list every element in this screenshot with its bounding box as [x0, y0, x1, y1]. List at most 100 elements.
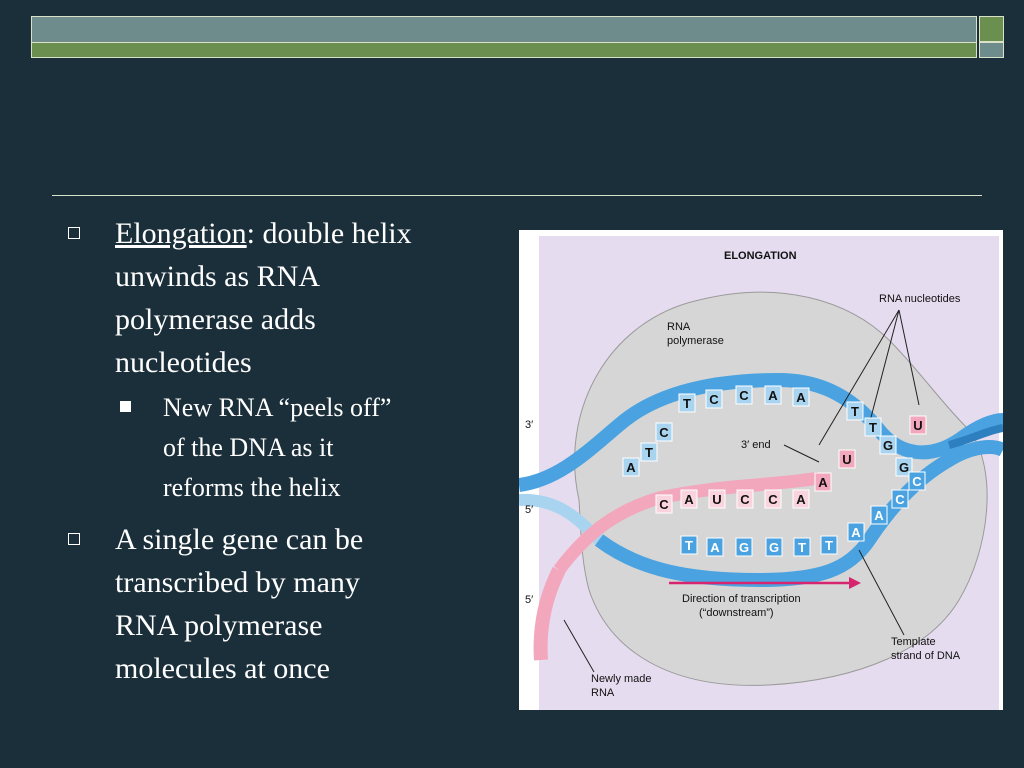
title-bar-upper-band: [32, 17, 976, 43]
leader-line: [783, 444, 820, 463]
base-letter: T: [825, 538, 833, 553]
elongation-figure: ELONGATION RNA nucleotides RNA polymeras…: [519, 230, 1003, 710]
bullet-text: transcribed by many: [115, 566, 360, 599]
label-rna-polymerase: RNA: [667, 321, 691, 333]
figure-title: ELONGATION: [724, 250, 797, 262]
base-letter: A: [768, 388, 778, 403]
base-tile: [846, 401, 864, 421]
label-newly-made: RNA: [591, 687, 615, 699]
title-bar-lower-band: [32, 43, 976, 57]
base-letter: G: [883, 438, 893, 453]
base-letter: T: [869, 420, 877, 435]
base-tile: [736, 489, 754, 509]
base-tile: [908, 471, 926, 491]
base-tile: [735, 385, 753, 405]
base-letter: A: [818, 475, 828, 490]
label-left-3-prime: 3′: [525, 419, 533, 431]
label-rna-polymerase: polymerase: [667, 335, 724, 347]
base-tile: [879, 435, 897, 455]
title-bar-decoration: [31, 16, 977, 58]
base-letter: T: [798, 540, 806, 555]
corner-block-blue: [979, 42, 1004, 58]
title-divider: [52, 195, 982, 196]
base-letter: G: [739, 540, 749, 555]
base-tile: [765, 537, 783, 557]
label-rna-nucleotides: RNA nucleotides: [879, 293, 961, 305]
base-letter: T: [685, 538, 693, 553]
base-tile: [891, 489, 909, 509]
free-nucleotides: AUU: [814, 415, 927, 492]
base-tile: [895, 457, 913, 477]
term-elongation: Elongation: [115, 217, 247, 250]
sub-bullet-text: New RNA “peels off”: [163, 393, 392, 422]
base-tile: [680, 535, 698, 555]
base-tile: [622, 457, 640, 477]
base-letter: U: [842, 452, 851, 467]
label-left-5-prime: 5′: [525, 504, 533, 516]
base-tile: [705, 389, 723, 409]
bullet-text: : double helix: [246, 217, 412, 250]
base-tile: [735, 537, 753, 557]
filled-square-bullet-icon: [120, 401, 131, 412]
base-letter: A: [851, 525, 861, 540]
base-letter: C: [912, 474, 922, 489]
bullet-text: unwinds as RNA: [115, 260, 321, 293]
leader-line: [858, 549, 905, 636]
rna-tail: [533, 566, 566, 661]
base-letter: C: [739, 388, 749, 403]
base-letter: A: [874, 508, 884, 523]
base-letter: A: [796, 390, 806, 405]
base-tile: [640, 442, 658, 462]
base-letter: C: [768, 492, 778, 507]
base-tile: [838, 449, 856, 469]
template-backbone-dark: [947, 424, 1003, 449]
base-tile: [764, 385, 782, 405]
base-tile: [864, 417, 882, 437]
base-tile: [820, 535, 838, 555]
elongation-diagram: ELONGATION RNA nucleotides RNA polymeras…: [519, 236, 1003, 710]
template-backbone: [594, 440, 1003, 588]
base-letter: A: [626, 460, 636, 475]
base-letter: T: [683, 396, 691, 411]
corner-block-green: [979, 16, 1004, 42]
bullet-text: RNA polymerase: [115, 609, 323, 642]
base-tile: [655, 494, 673, 514]
base-letter: C: [659, 497, 669, 512]
base-tile: [680, 489, 698, 509]
base-letter: G: [769, 540, 779, 555]
base-letter: A: [710, 540, 720, 555]
base-tile: [655, 422, 673, 442]
bullet-elongation: Elongation: double helix unwinds as RNA …: [60, 212, 520, 384]
leader-line: [868, 309, 900, 426]
base-letter: C: [895, 492, 905, 507]
base-letter: T: [851, 404, 859, 419]
base-letter: U: [913, 418, 922, 433]
bullet-text: polymerase adds: [115, 303, 316, 336]
label-newly-made: Newly made: [591, 673, 652, 685]
label-direction: (“downstream”): [699, 607, 774, 619]
base-letter: T: [645, 445, 653, 460]
base-letter: G: [899, 460, 909, 475]
base-letter: A: [796, 492, 806, 507]
leader-line: [898, 309, 920, 406]
bullet-list: Elongation: double helix unwinds as RNA …: [60, 212, 520, 694]
label-direction: Direction of transcription: [682, 593, 801, 605]
base-tile: [678, 393, 696, 413]
base-letter: C: [709, 392, 719, 407]
bullet-single-gene: A single gene can be transcribed by many…: [60, 518, 520, 690]
label-template: Template: [891, 636, 936, 648]
hollow-square-bullet-icon: [68, 533, 80, 545]
sub-bullet-peels-off: New RNA “peels off” of the DNA as it ref…: [60, 388, 520, 508]
bullet-text: nucleotides: [115, 346, 252, 379]
dna-template-strand: [594, 424, 1003, 588]
base-tile: [792, 489, 810, 509]
base-tile: [706, 537, 724, 557]
base-tile: [847, 522, 865, 542]
label-3-prime-end: 3′ end: [741, 439, 771, 451]
hollow-square-bullet-icon: [68, 227, 80, 239]
base-tile: [814, 472, 832, 492]
base-tile: [870, 505, 888, 525]
base-tile: [764, 489, 782, 509]
